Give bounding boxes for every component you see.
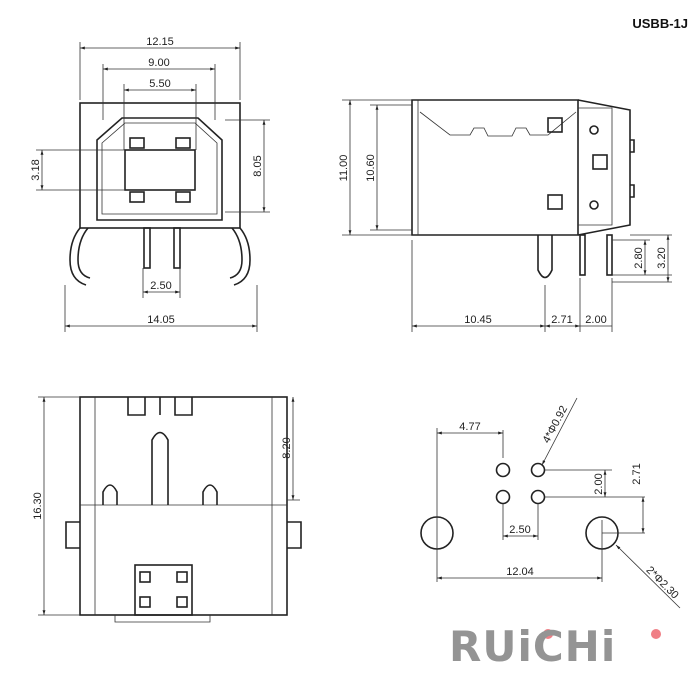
dim-3-18: 3.18: [30, 159, 42, 180]
dim-2-80: 2.80: [633, 247, 645, 268]
part-number-title: USBB-1J: [632, 16, 688, 31]
pcb-footprint: 4.77 4*Φ0.92 2.00 2.71 2.50 12.04 2*Φ2.3…: [420, 397, 681, 609]
front-view: 12.15 9.00 5.50 3.18 8.05 2.50 14.05: [30, 36, 270, 332]
dim-10-45: 10.45: [464, 314, 492, 326]
dim-3-20: 3.20: [656, 247, 668, 268]
label-2x-hole-2-30: 2*Φ2.30: [644, 564, 681, 601]
dim-8-20: 8.20: [281, 437, 293, 458]
dim-2-71: 2.71: [631, 463, 643, 484]
dim-4-77: 4.77: [459, 421, 480, 433]
dim-10-60: 10.60: [365, 154, 377, 182]
dim-14-05: 14.05: [147, 314, 175, 326]
dim-2-00: 2.00: [593, 473, 605, 494]
dim-12-04: 12.04: [506, 566, 534, 578]
dim-width-12-15: 12.15: [146, 36, 174, 48]
dim-8-05: 8.05: [252, 155, 264, 176]
dim-11-00: 11.00: [338, 155, 350, 182]
bottom-view: 16.30 8.20: [32, 396, 302, 623]
dim-2-00: 2.00: [585, 314, 606, 326]
side-view: 11.00 10.60 10.45 2.71 2.00 2.80 3.20: [338, 99, 672, 332]
dim-2-50: 2.50: [150, 280, 171, 292]
dim-9-00: 9.00: [148, 57, 169, 69]
ruichi-logo: RUiCHi: [449, 622, 616, 671]
logo-dots: [543, 629, 661, 639]
logo-text: RUiCHi: [449, 622, 617, 671]
dim-2-71: 2.71: [551, 314, 572, 326]
dim-5-50: 5.50: [149, 78, 170, 90]
dim-16-30: 16.30: [32, 492, 44, 520]
dim-2-50: 2.50: [509, 524, 530, 536]
